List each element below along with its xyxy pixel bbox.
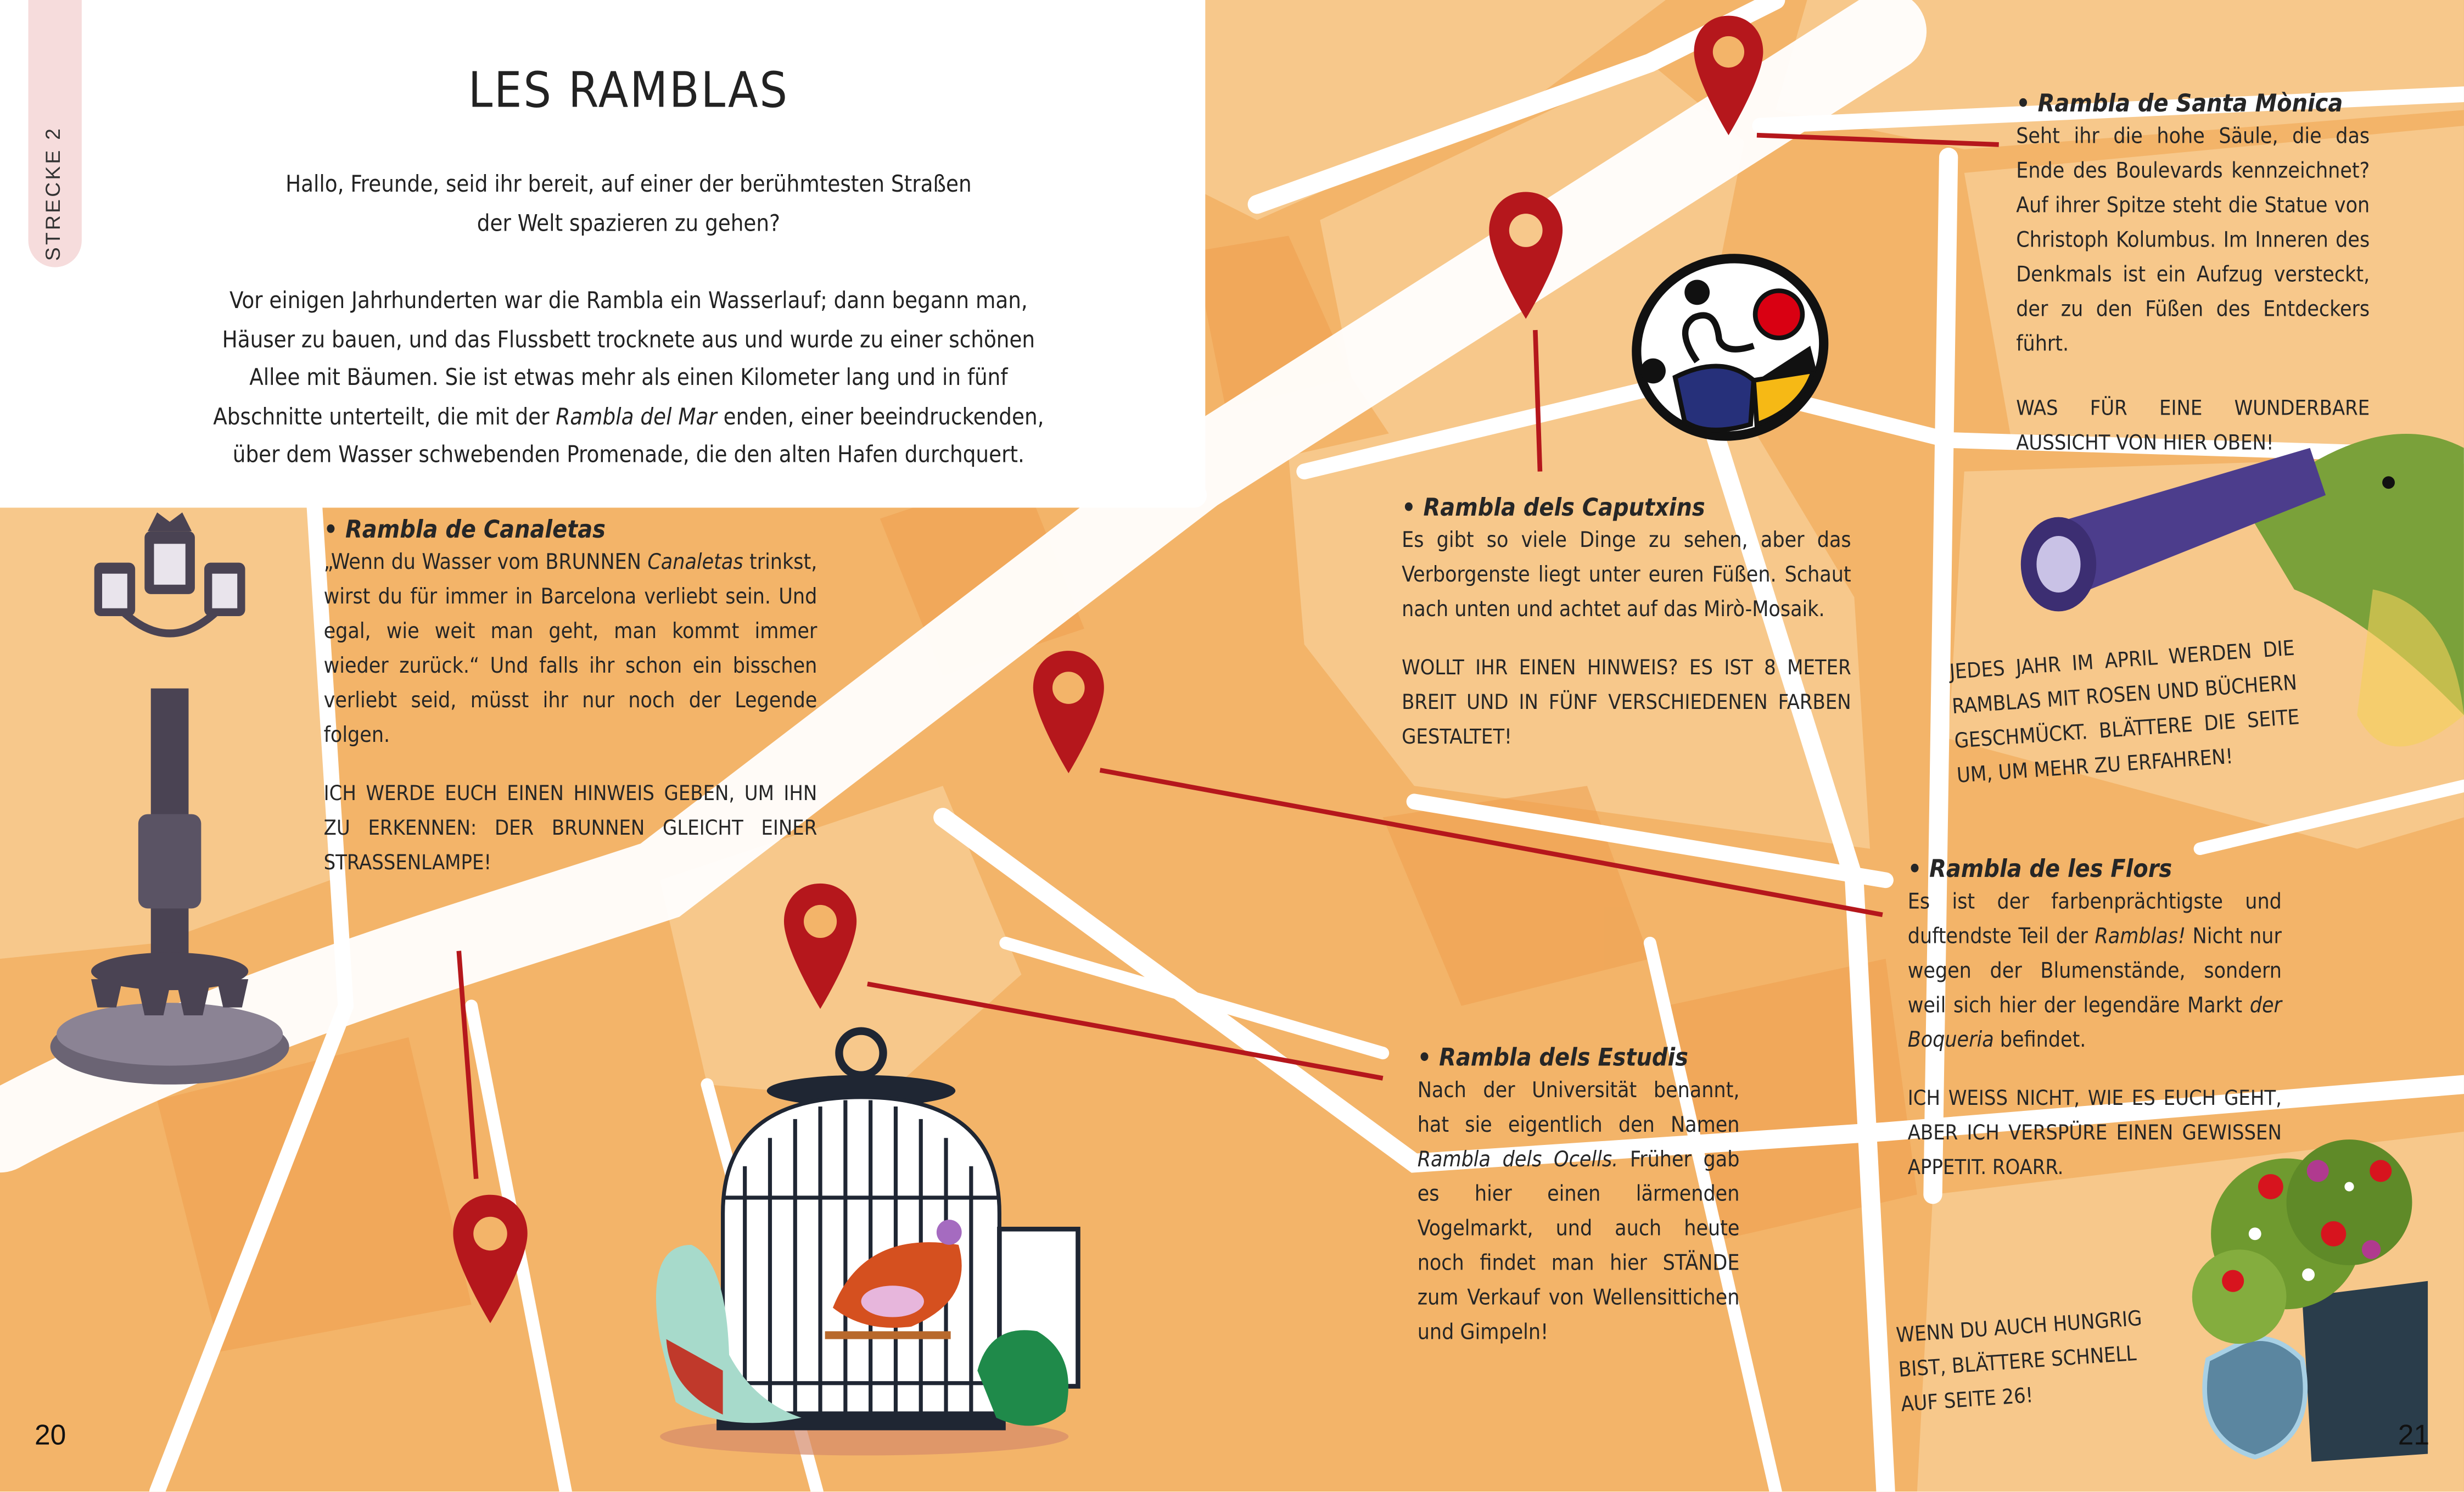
section-caputxins: • Rambla dels Caputxins Es gibt so viele… (1402, 492, 1851, 756)
intro-history-line: über dem Wasser schwebenden Promenade, d… (232, 443, 1024, 468)
page-number-left: 20 (34, 1419, 66, 1451)
dragon-with-telescope-illustration (2020, 433, 2464, 747)
section-body: Nach der Universität benannt, hat sie ei… (1417, 1078, 1740, 1346)
intro-history-line: Häuser zu bauen, und das Flussbett trock… (222, 327, 1035, 353)
section-santa-monica: • Rambla de Santa Mònica Seht ihr die ho… (2016, 88, 2370, 462)
section-tab (28, 0, 82, 267)
page-title: LES RAMBLAS (468, 63, 789, 120)
april-roses-note: JEDES JAHR IM APRIL WERDEN DIE RAMBLAS M… (1948, 638, 2300, 789)
canaletas-fountain-lamp-illustration (50, 512, 289, 1085)
intro-greeting-line: der Welt spazieren zu gehen? (477, 211, 780, 237)
section-estudis: • Rambla dels Estudis Nach der Universit… (1418, 1042, 1740, 1350)
section-canaletas: • Rambla de Canaletas „Wenn du Wasser vo… (324, 514, 817, 882)
miro-mosaic-illustration (1632, 254, 1829, 441)
intro-history-line: Allee mit Bäumen. Sie ist etwas mehr als… (249, 366, 1008, 392)
section-heading: • Rambla dels Estudis (1417, 1043, 1688, 1072)
map-pin-icon (1489, 192, 1563, 319)
section-hint: WOLLT IHR EINEN HINWEIS? ES IST 8 METER … (1402, 657, 1851, 750)
map-pin-icon (1033, 651, 1104, 774)
map-pin-icon (783, 883, 857, 1009)
section-flors: • Rambla de les Flors Es ist der farbenp… (1908, 853, 2282, 1187)
intro-history-line: Vor einigen Jahrhunderten war die Rambla… (229, 289, 1028, 315)
intro-greeting: Hallo, Freunde, seid ihr bereit, auf ein… (188, 166, 1068, 243)
birdcage-with-birds-illustration (656, 1027, 1080, 1456)
section-hint: WAS FÜR EINE WUNDERBARE AUSSICHT VON HIE… (2016, 398, 2370, 456)
pin-connector-lines (456, 132, 1999, 1179)
intro-greeting-line: Hallo, Freunde, seid ihr bereit, auf ein… (285, 172, 972, 198)
map-pin-icon (453, 1194, 528, 1323)
page-number-right: 21 (2398, 1419, 2430, 1451)
section-body: Es ist der farbenprächtigste und duftend… (1907, 890, 2282, 1053)
section-heading: • Rambla de les Flors (1907, 855, 2172, 884)
rambla-del-mar-term: Rambla del Mar (556, 405, 717, 430)
section-hint: ICH WEISS NICHT, WIE ES EUCH GEHT, ABER … (1907, 1087, 2282, 1181)
section-hint: ICH WERDE EUCH EINEN HINWEIS GEBEN, UM I… (323, 783, 817, 876)
intro-panel (0, 0, 1195, 488)
hungry-note: WENN DU AUCH HUNGRIG BIST, BLÄTTERE SCHN… (1895, 1307, 2143, 1418)
section-body: Es gibt so viele Dinge zu sehen, aber da… (1402, 528, 1851, 623)
section-heading: • Rambla de Canaletas (323, 515, 606, 544)
section-tab-label: STRECKE 2 (41, 126, 65, 261)
flower-vases-illustration (2192, 1139, 2428, 1462)
section-heading: • Rambla de Santa Mònica (2016, 90, 2343, 118)
intro-history-line: Abschnitte unterteilt, die mit der Rambl… (213, 405, 1044, 430)
intro-history: Vor einigen Jahrhunderten war die Rambla… (126, 283, 1132, 476)
map-pin-icon (1694, 15, 1763, 136)
section-heading: • Rambla dels Caputxins (1402, 493, 1705, 522)
section-body: Seht ihr die hohe Säule, die das Ende de… (2016, 124, 2370, 357)
section-body: „Wenn du Wasser vom BRUNNEN Canaletas tr… (323, 550, 817, 748)
